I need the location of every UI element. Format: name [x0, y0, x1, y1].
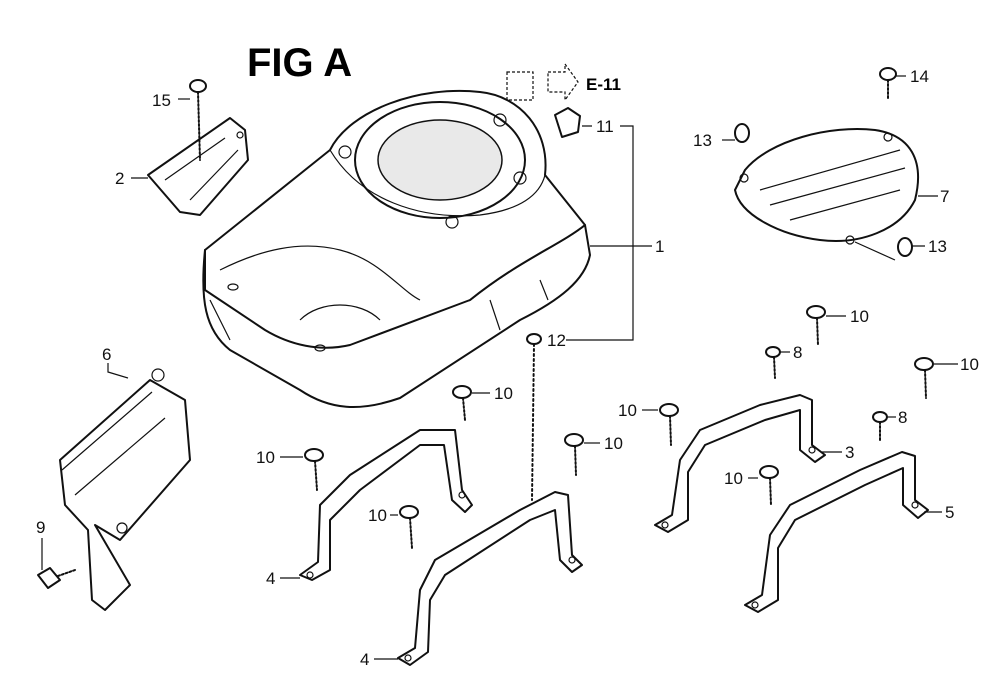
callout-4-lower: 4: [360, 650, 369, 669]
bolt-part-10-f: [659, 403, 679, 446]
callout-3: 3: [845, 443, 854, 462]
bolt-part-9: [37, 567, 76, 589]
screw-part-8-a: [765, 346, 781, 379]
bolt-part-10-a: [452, 385, 472, 421]
callout-10-b: 10: [256, 448, 275, 467]
callout-10-f: 10: [618, 401, 637, 420]
bracket-part-2: [147, 117, 249, 216]
callout-8-b: 8: [898, 408, 907, 427]
callout-4-upper: 4: [266, 569, 275, 588]
reference-arrow-e11: E-11: [506, 62, 621, 102]
clip-nut-part-11: [554, 107, 581, 138]
callout-10-a: 10: [494, 384, 513, 403]
strap-part-4-lower: [397, 491, 583, 666]
callout-10-e: 10: [850, 307, 869, 326]
reference-label: E-11: [586, 75, 621, 94]
callout-11: 11: [596, 117, 614, 136]
callout-2: 2: [115, 169, 124, 188]
screw-part-12: [526, 333, 542, 501]
callout-8-a: 8: [793, 343, 802, 362]
callout-1: 1: [655, 237, 664, 256]
callout-10-c: 10: [368, 506, 387, 525]
guard-part-6: [59, 368, 191, 611]
figure-title: FIG A: [247, 41, 352, 85]
callout-9: 9: [36, 518, 45, 537]
bolt-part-14: [879, 67, 897, 101]
fan-cover-part-1: [202, 89, 591, 408]
strap-part-3: [654, 394, 826, 533]
callout-7: 7: [940, 187, 949, 206]
bolt-part-10-b: [304, 448, 324, 491]
bolt-part-10-h: [759, 465, 779, 506]
bolt-part-10-e: [806, 305, 826, 346]
strap-part-4-upper: [299, 429, 473, 581]
leader-lines: [41, 75, 958, 660]
bolt-part-15: [189, 79, 207, 161]
callout-12: 12: [547, 331, 566, 350]
callout-6: 6: [102, 345, 111, 364]
callout-10-g: 10: [960, 355, 979, 374]
callout-5: 5: [945, 503, 954, 522]
grommet-part-13-top: [734, 123, 750, 143]
callout-14: 14: [910, 67, 929, 86]
screw-part-8-b: [872, 411, 888, 443]
callout-10-h: 10: [724, 469, 743, 488]
bolt-part-10-c: [399, 505, 419, 549]
callout-13-top: 13: [693, 131, 712, 150]
bolt-part-10-d: [564, 433, 584, 476]
bolt-part-10-g: [914, 357, 934, 399]
callout-15: 15: [152, 91, 171, 110]
strap-part-5: [744, 451, 929, 613]
cover-plate-part-7: [734, 128, 920, 245]
callout-13-bottom: 13: [928, 237, 947, 256]
callout-10-d: 10: [604, 434, 623, 453]
grommet-part-13-bottom: [897, 237, 913, 257]
